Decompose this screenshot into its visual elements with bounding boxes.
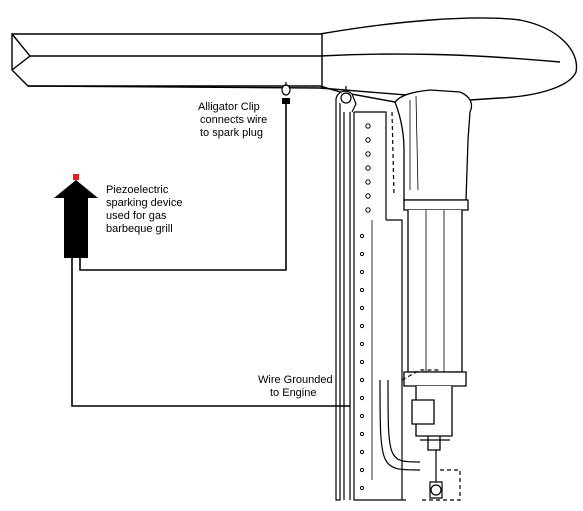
bolt-hole <box>359 323 365 329</box>
piezo-device-label: Piezoelectric sparking device used for g… <box>106 184 186 235</box>
spark-wire <box>79 102 287 271</box>
bolt-hole <box>359 233 365 239</box>
bolt-hole <box>359 359 365 365</box>
upper-housing-drawing <box>11 17 578 131</box>
ground-wire-label: Wire Grounded to Engine <box>258 374 336 399</box>
bolt-hole <box>359 467 365 473</box>
bolt-hole <box>359 449 365 455</box>
bolt-hole <box>359 251 365 257</box>
alligator-clip-icon <box>282 98 290 104</box>
bolt-hole <box>365 123 371 129</box>
bolt-hole <box>365 193 371 199</box>
bolt-hole <box>359 413 365 419</box>
bolt-hole <box>359 395 365 401</box>
piezo-sparker-icon <box>54 174 98 258</box>
sparker-button-icon <box>73 174 79 180</box>
bolt-hole <box>359 287 365 293</box>
alligator-clip-label: Alligator Clip connects wire to spark pl… <box>198 101 270 139</box>
bolt-hole <box>359 341 365 347</box>
bolt-hole <box>359 377 365 383</box>
bolt-hole <box>359 485 365 491</box>
bolt-hole <box>365 151 371 157</box>
engine-bolt-holes <box>359 123 371 491</box>
bolt-hole <box>365 165 371 171</box>
spark-plug <box>281 82 291 96</box>
bolt-hole <box>359 305 365 311</box>
engine-block-drawing <box>335 86 461 501</box>
powerhead-housing-drawing <box>394 89 473 451</box>
bolt-hole <box>365 179 371 185</box>
bolt-hole <box>365 137 371 143</box>
bolt-hole <box>359 431 365 437</box>
bolt-hole <box>359 269 365 275</box>
bolt-hole <box>365 207 371 213</box>
ground-wire <box>71 256 350 407</box>
